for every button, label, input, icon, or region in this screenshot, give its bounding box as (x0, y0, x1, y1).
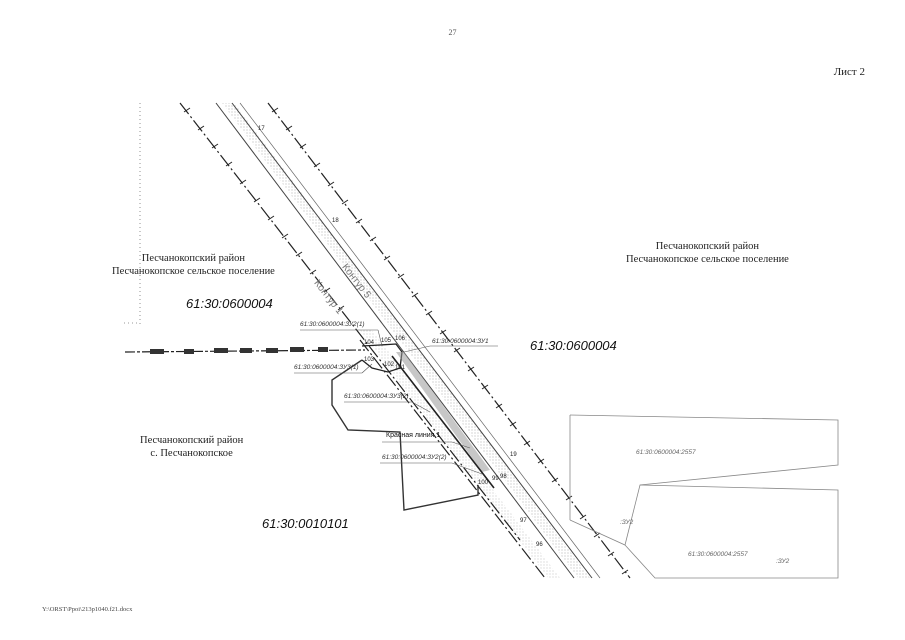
sheet-label: Лист 2 (833, 66, 865, 78)
parcel-2557-bottom-label: 61:30:0600004:2557 (688, 551, 748, 558)
boundary-hatched-left-lower (359, 339, 546, 579)
point-100: 100 (478, 480, 489, 486)
parcel-zu3-outline (331, 359, 479, 511)
page-number: 27 (448, 28, 457, 37)
parcel-2557-top (569, 414, 839, 546)
road-line-outer (239, 102, 601, 579)
district-left-top-line1: Песчанокопский район (141, 253, 246, 264)
point-104: 104 (364, 340, 375, 346)
parcel-junction (361, 343, 403, 373)
parcel-2557-top-label: 61:30:0600004:2557 (636, 449, 696, 456)
point-102: 102 (384, 362, 395, 368)
callout-zu2-1: 61:30:0600004:ЗУ2(1) (300, 321, 365, 328)
boundary-hatched-left (179, 102, 521, 541)
point-98: 98 (500, 474, 507, 480)
district-left-bottom-line2: с. Песчанокопское (150, 448, 233, 459)
point-99: 99 (492, 476, 499, 482)
callout-red-line: Красная линия 1 (386, 432, 441, 439)
point-101: 101 (395, 365, 406, 371)
point-103: 103 (364, 357, 375, 363)
point-19: 19 (510, 452, 517, 458)
point-96: 96 (536, 542, 543, 548)
callout-zu2-2: 61:30:0600004:ЗУ2(2) (382, 454, 447, 461)
callout-leaders (294, 329, 498, 475)
cadastral-block-left-top: 61:30:0600004 (186, 296, 273, 311)
district-right-top-line2: Песчанокопское сельское поселение (626, 254, 789, 265)
parcel-strip (396, 352, 490, 472)
district-left-bottom: Песчанокопский район с. Песчанокопское (140, 434, 243, 460)
callout-zu3-2: 61:30:0600004:ЗУ3(2) (344, 393, 409, 400)
point-17: 17 (258, 126, 265, 132)
district-right-top-line1: Песчанокопский район (655, 241, 760, 252)
district-left-bottom-line1: Песчанокопский район (140, 435, 244, 446)
road-dotted-strip-2 (360, 330, 560, 578)
district-right-top: Песчанокопский район Песчанокопское сель… (626, 240, 789, 266)
parcel-2557-bottom (624, 484, 839, 579)
road-line-right (231, 102, 593, 579)
callout-zu1: 61:30:0600004:ЗУ1 (432, 338, 489, 345)
callout-zu3-1: 61:30:0600004:ЗУ3(1) (294, 364, 359, 371)
parcel-zu2-b-label: :ЗУ2 (776, 558, 790, 565)
boundary-ticks-left (183, 107, 345, 311)
road-line-left (215, 102, 575, 579)
point-97: 97 (520, 518, 527, 524)
point-18: 18 (332, 218, 339, 224)
parcel-zu2-a-label: :ЗУ2 (620, 519, 634, 526)
parcel-strip-edge (391, 355, 495, 489)
cadastral-block-right: 61:30:0600004 (530, 338, 617, 353)
boundary-horizontal-ticks (150, 347, 328, 354)
point-105: 105 (381, 338, 392, 344)
boundary-ticks-right (271, 107, 629, 575)
district-left-top: Песчанокопский район Песчанокопское сель… (112, 252, 275, 278)
district-left-top-line2: Песчанокопское сельское поселение (112, 266, 275, 277)
road-dotted-strip (222, 103, 590, 578)
point-106: 106 (395, 336, 406, 342)
cadastral-block-bottom: 61:30:0010101 (262, 516, 349, 531)
file-path: Y:\ORST\Ppoi\213p1040.f21.docx (42, 606, 133, 613)
